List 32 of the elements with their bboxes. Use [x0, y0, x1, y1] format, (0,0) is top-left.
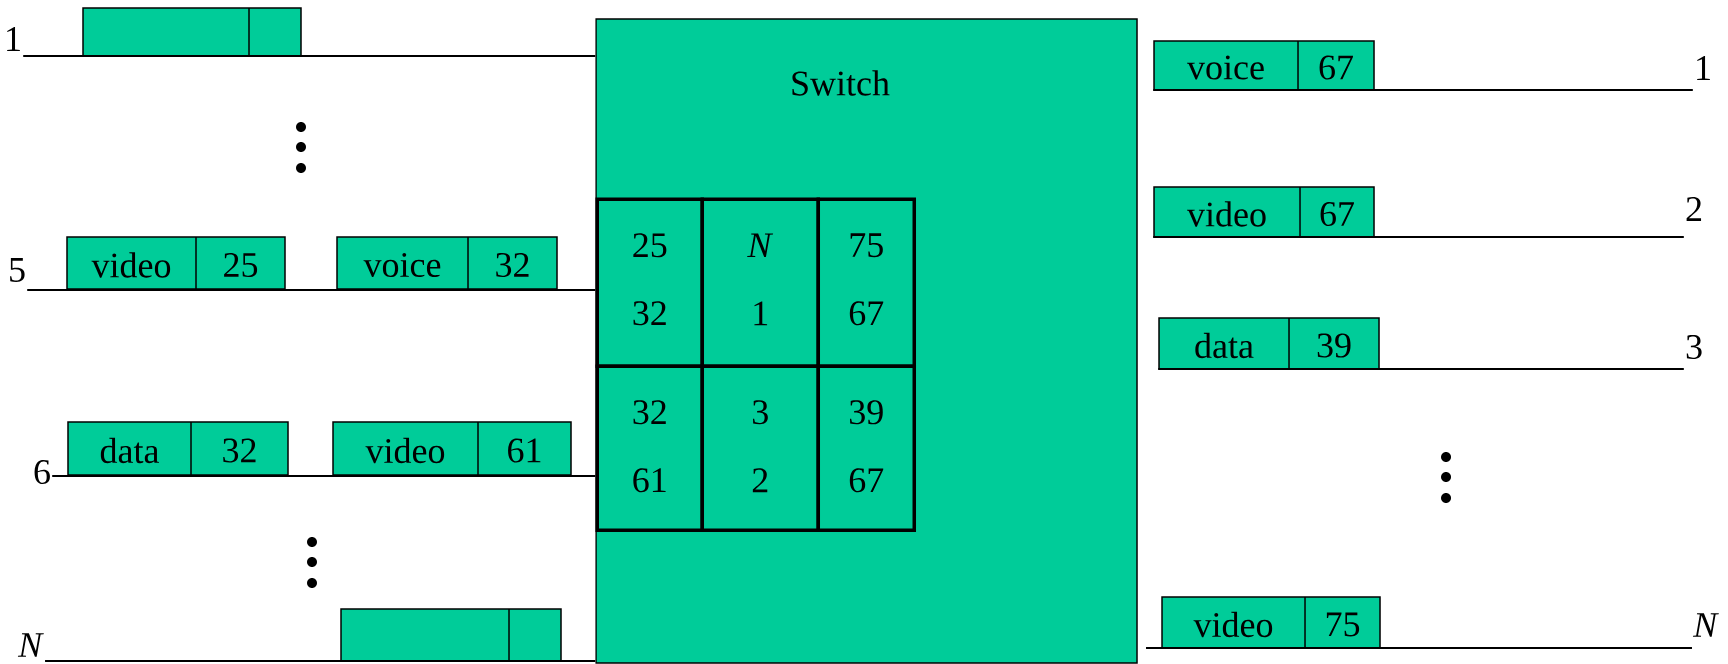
line-number: 3 — [1686, 334, 1702, 360]
table-cell: 25 32 — [595, 197, 704, 368]
transmission-line — [26, 289, 597, 291]
line-number: 6 — [34, 459, 50, 485]
transmission-line — [51, 475, 597, 477]
line-number: N — [1692, 613, 1719, 637]
packet: data 32 — [67, 421, 289, 476]
line-number: 5 — [10, 258, 25, 282]
transmission-line — [22, 55, 597, 57]
packet: video 75 — [1161, 596, 1381, 649]
line-number: 2 — [1686, 197, 1702, 221]
table-cell: N 1 — [700, 197, 820, 368]
transmission-line — [1152, 236, 1685, 238]
line-number: N — [17, 633, 44, 657]
packet: video 25 — [66, 236, 286, 290]
table-cell: 39 67 — [816, 364, 916, 532]
packet — [340, 608, 562, 662]
packet: voice 67 — [1153, 40, 1375, 91]
table-cell: 32 61 — [595, 364, 704, 532]
packet: video 61 — [332, 421, 572, 476]
transmission-line — [44, 660, 597, 662]
table-cell: 3 2 — [700, 364, 820, 532]
transmission-line — [1152, 89, 1694, 91]
table-cell: 75 67 — [816, 197, 916, 368]
packet: video 67 — [1153, 186, 1375, 238]
transmission-line — [1145, 647, 1693, 649]
line-number: 1 — [1697, 56, 1710, 80]
transmission-line — [1157, 368, 1685, 370]
packet — [82, 7, 302, 57]
packet: voice 32 — [336, 236, 558, 290]
packet: data 39 — [1158, 317, 1380, 370]
line-number: 1 — [7, 27, 20, 51]
